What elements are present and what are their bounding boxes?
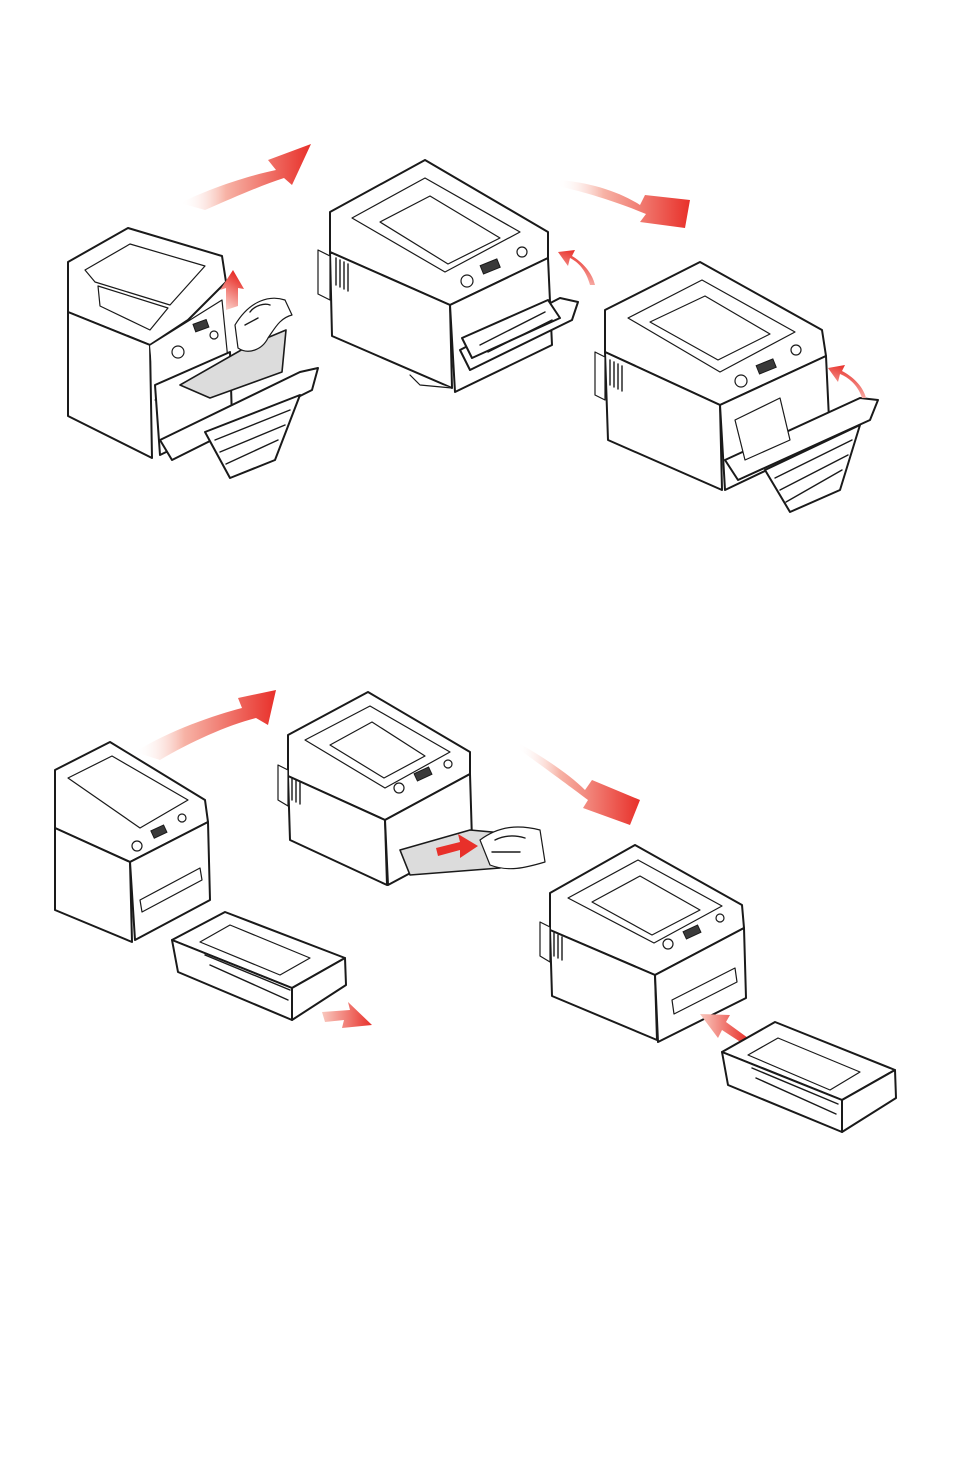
printer-front-cover-closing <box>595 262 878 512</box>
transition-arrow-bottom-right <box>517 742 640 825</box>
printer-front-open-hand <box>68 228 318 478</box>
printer-mp-tray-open <box>318 160 595 392</box>
top-figure <box>68 144 878 512</box>
transition-arrow-top-right <box>557 180 690 228</box>
transition-arrow-top-left <box>180 144 311 210</box>
bottom-figure <box>55 690 896 1132</box>
transition-arrow-bottom-left <box>135 690 276 760</box>
printer-tray-reinserted <box>540 845 896 1132</box>
printer-paper-pulled <box>278 692 545 885</box>
